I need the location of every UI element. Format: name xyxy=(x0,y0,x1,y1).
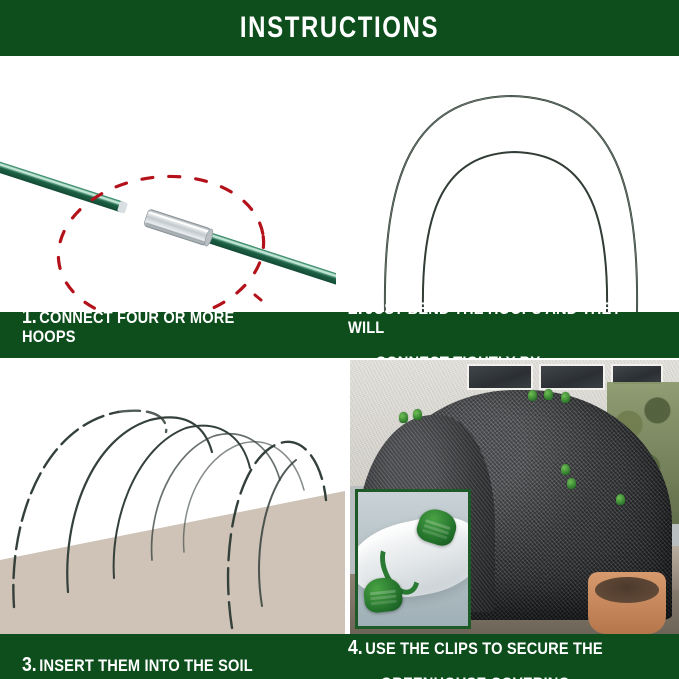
caption-bar-bottom: 3.INSERT THEM INTO THE SOIL 4.USE THE CL… xyxy=(0,634,679,679)
hoop-6 xyxy=(226,440,328,630)
clip-on-cover-7 xyxy=(567,477,577,489)
window-group xyxy=(465,362,670,394)
clip-on-cover-3 xyxy=(560,391,570,403)
soil-plane xyxy=(0,491,345,634)
hoop-1 xyxy=(12,410,120,609)
clip-on-cover-1 xyxy=(527,390,537,402)
caption-4-line1: USE THE CLIPS TO SECURE THE xyxy=(364,638,603,658)
hoop-inner xyxy=(421,150,609,312)
step-2-illustration xyxy=(343,58,679,312)
clip-closeup-inset xyxy=(355,489,471,629)
hoop-7 xyxy=(258,459,297,607)
window-center xyxy=(539,364,605,390)
silver-connector-sleeve xyxy=(144,209,214,247)
header-bar: INSTRUCTIONS xyxy=(0,0,679,56)
caption-2-line1: JUST BEND THE HOOPS AND THEY WILL xyxy=(347,299,621,337)
caption-3-line1: INSERT THEM INTO THE SOIL xyxy=(39,656,253,675)
caption-4-number: 4. xyxy=(347,635,363,659)
terracotta-pot xyxy=(587,572,666,634)
step-1-illustration xyxy=(0,58,336,312)
hoop-4 xyxy=(150,433,281,561)
clip-on-cover-8 xyxy=(616,494,626,506)
rod-lower-right xyxy=(200,230,336,286)
rod-upper-left xyxy=(0,144,128,214)
caption-2-number: 2. xyxy=(347,296,363,320)
window-left xyxy=(467,364,533,390)
clip-on-cover-6 xyxy=(560,464,570,476)
caption-1-line1: CONNECT FOUR OR MORE HOOPS xyxy=(22,308,235,346)
joint-marker xyxy=(253,293,263,302)
bent-hoops-diagram xyxy=(383,94,639,312)
caption-step-4: 4.USE THE CLIPS TO SECURE THE GREENHOUSE… xyxy=(340,634,679,679)
rod-connector-diagram xyxy=(0,144,336,312)
step-3-illustration xyxy=(0,360,345,634)
clip-on-cover-5 xyxy=(412,409,422,421)
caption-4-line2: GREENHOUSE COVERING xyxy=(380,675,602,679)
page-title: INSTRUCTIONS xyxy=(239,11,440,44)
caption-3-number: 3. xyxy=(22,653,37,676)
hoop-1b xyxy=(116,409,168,434)
caption-1-number: 1. xyxy=(22,305,37,329)
step-4-photo xyxy=(350,360,679,634)
clip-on-cover-4 xyxy=(399,412,409,424)
caption-step-3: 3.INSERT THEM INTO THE SOIL xyxy=(0,634,340,679)
hoop-tunnel-in-soil-diagram xyxy=(0,409,345,634)
hoop-2 xyxy=(66,416,214,594)
caption-bar-top: 1.CONNECT FOUR OR MORE HOOPS TOGETHER WI… xyxy=(0,297,679,389)
hoop-3 xyxy=(112,424,251,579)
clip-on-cover-2 xyxy=(544,388,554,400)
greenhouse-photo xyxy=(350,360,679,634)
caption-step-1: 1.CONNECT FOUR OR MORE HOOPS TOGETHER WI… xyxy=(0,306,340,380)
red-dashed-highlight xyxy=(56,174,266,312)
caption-step-2: 2.JUST BEND THE HOOPS AND THEY WILL CONN… xyxy=(340,297,679,389)
